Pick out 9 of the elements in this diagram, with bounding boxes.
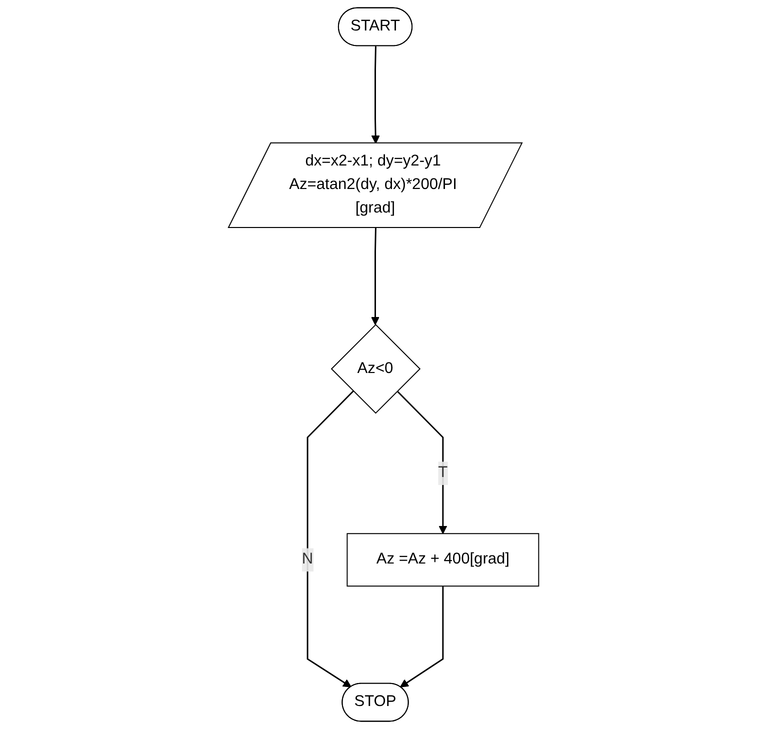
edge-label: T <box>438 464 448 482</box>
edge-label: N <box>302 551 314 568</box>
arrow <box>400 586 444 688</box>
arrow <box>370 228 380 326</box>
node-diamond: Az<0 <box>330 324 421 414</box>
node-box: Az =Az + 400[grad] <box>346 533 540 587</box>
arrow <box>306 390 354 688</box>
arrow <box>371 46 380 144</box>
arrow <box>396 390 448 534</box>
